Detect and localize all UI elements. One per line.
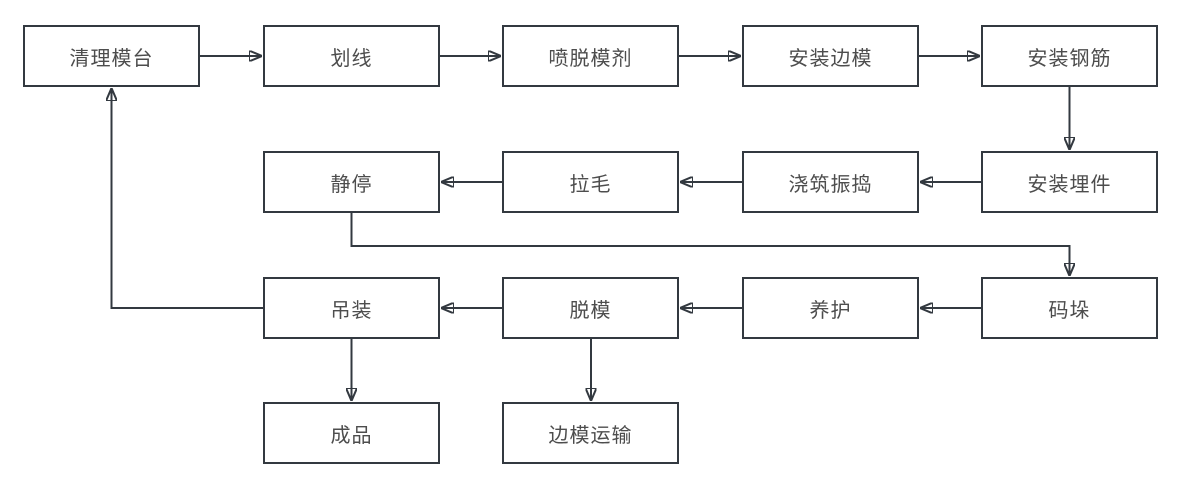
node-hoisting: 吊装 (263, 277, 440, 339)
edge-hoisting-to-clean (112, 89, 263, 309)
node-curing: 养护 (742, 277, 919, 339)
node-install-embedded-parts: 安装埋件 (981, 151, 1158, 213)
node-marking: 划线 (263, 25, 440, 87)
node-pour-and-vibrate: 浇筑振捣 (742, 151, 919, 213)
node-resting: 静停 (263, 151, 440, 213)
node-roughening: 拉毛 (502, 151, 679, 213)
node-side-form-transport: 边模运输 (502, 402, 679, 464)
node-finished-product: 成品 (263, 402, 440, 464)
node-stacking: 码垛 (981, 277, 1158, 339)
node-demolding: 脱模 (502, 277, 679, 339)
node-install-side-forms: 安装边模 (742, 25, 919, 87)
edge-resting-to-stacking (350, 213, 1070, 275)
node-clean-mold-table: 清理模台 (23, 25, 200, 87)
node-spray-release-agent: 喷脱模剂 (502, 25, 679, 87)
node-install-rebar: 安装钢筋 (981, 25, 1158, 87)
